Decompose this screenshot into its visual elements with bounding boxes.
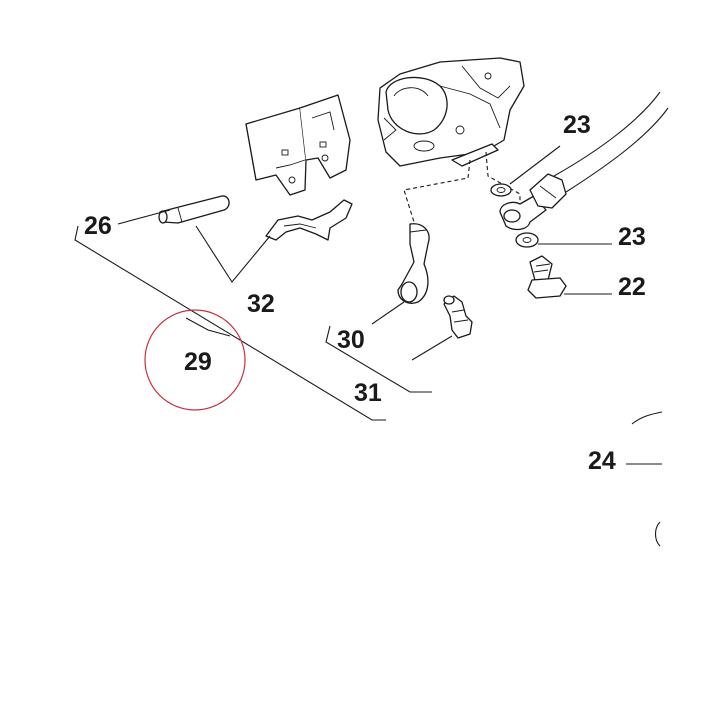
- label-23-top: 23: [563, 111, 591, 139]
- pin-26: [158, 195, 230, 224]
- leader-23-top: [509, 145, 561, 185]
- label-24: 24: [588, 447, 616, 475]
- label-23-bottom: 23: [618, 223, 646, 251]
- washer-23-bottom: [515, 232, 539, 248]
- label-31: 31: [354, 379, 382, 407]
- plate-assembly: [245, 94, 351, 196]
- label-26: 26: [84, 212, 112, 240]
- label-32: 32: [247, 290, 275, 318]
- label-29: 29: [184, 348, 212, 376]
- banjo-bolt-22: [527, 255, 567, 299]
- label-30: 30: [337, 326, 365, 354]
- hose: [553, 91, 669, 193]
- leader-31-group: [74, 225, 432, 421]
- part-24-fragment: [626, 411, 663, 547]
- spring-clip-32: [265, 199, 353, 241]
- leader-30: [371, 301, 405, 325]
- washer-23-top: [490, 183, 512, 197]
- leader-31: [411, 335, 453, 361]
- leader-26: [117, 209, 171, 225]
- leader-29: [185, 317, 231, 337]
- bracket-30: [397, 223, 430, 304]
- label-22: 22: [618, 273, 646, 301]
- grease-nipple-31: [443, 295, 473, 339]
- banjo-fitting: [499, 173, 567, 231]
- main-housing: [377, 57, 525, 167]
- highlight-circle-29: [144, 309, 246, 411]
- leader-32: [195, 225, 271, 283]
